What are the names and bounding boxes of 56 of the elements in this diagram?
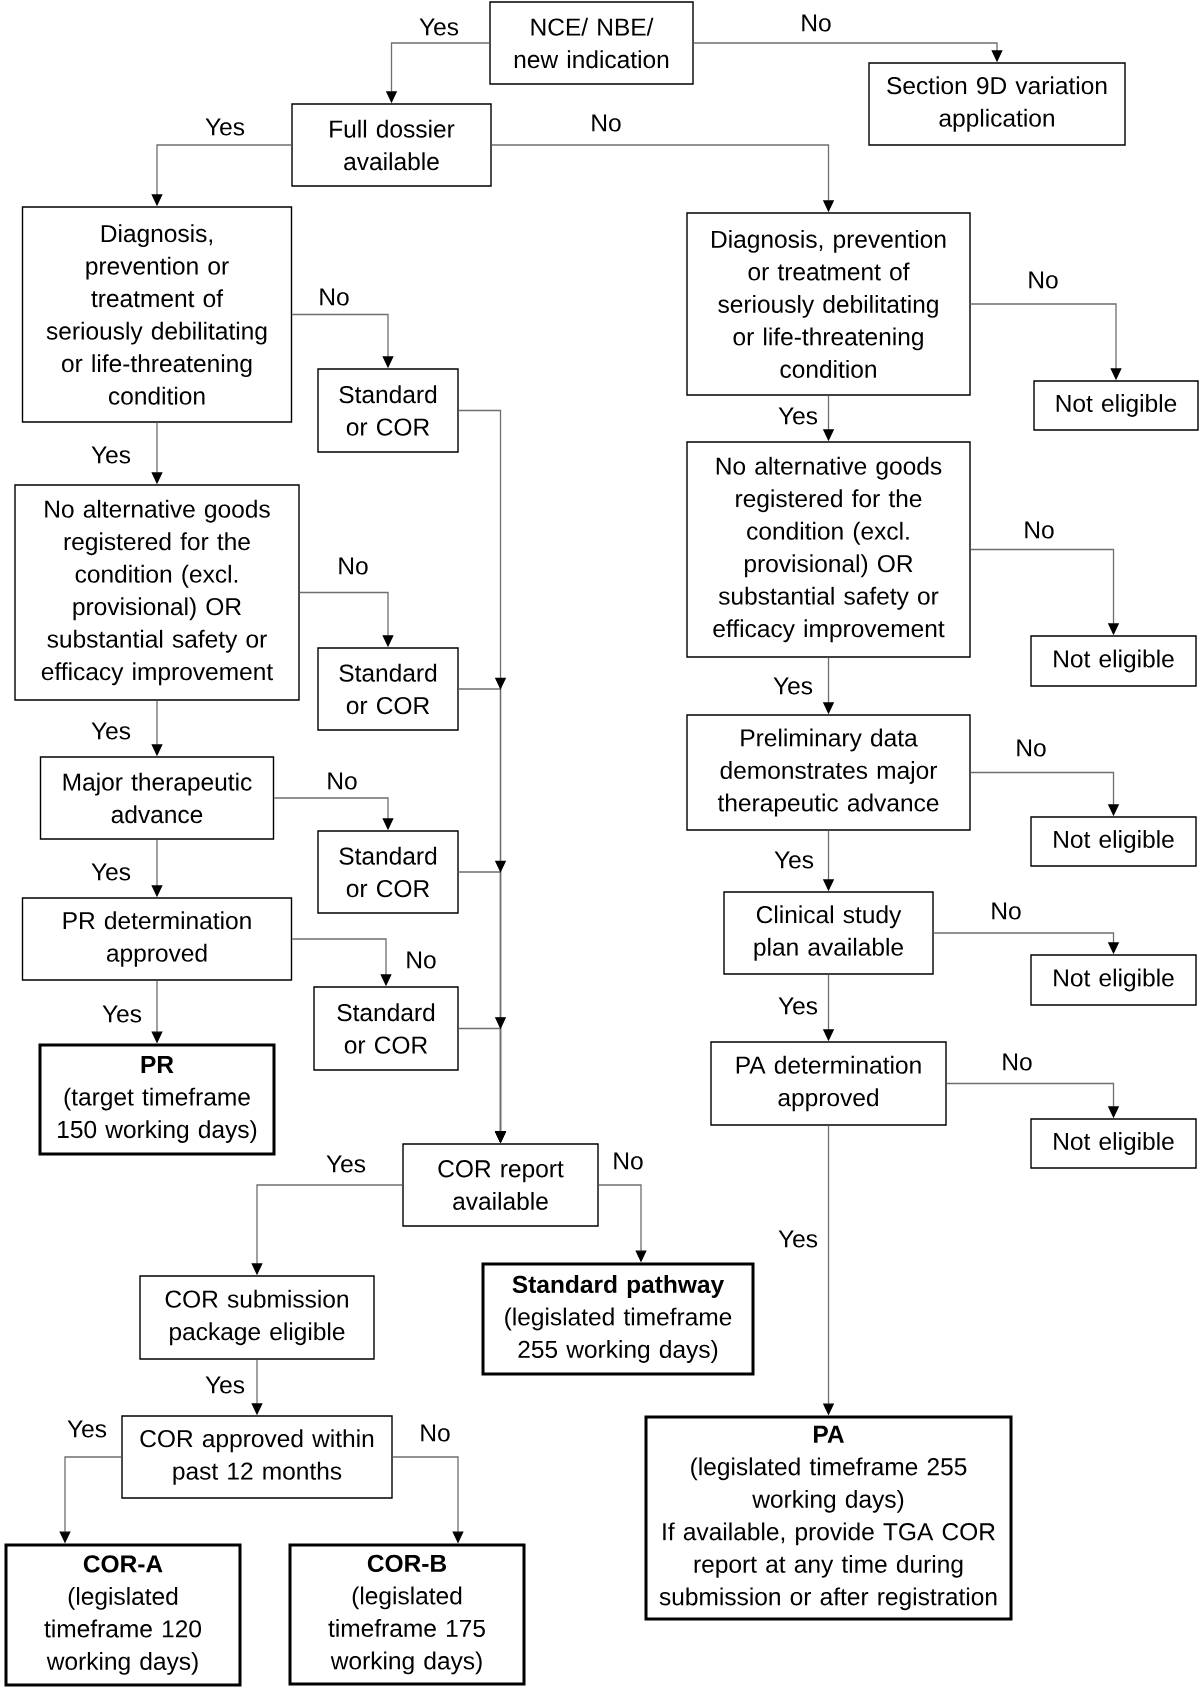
decision-box: No alternative goods registered for the condition (excl. provisional) OR substantial safety or efficacy improvement: [14, 484, 300, 701]
decision-box: Preliminary data demonstrates major therapeutic advance: [686, 714, 971, 831]
outcome-box: Standard or COR: [317, 830, 459, 914]
decision-box: Major therapeutic advance: [39, 756, 275, 840]
edge-label: No: [325, 771, 359, 791]
edge-label: No: [611, 1151, 645, 1171]
edge-label: No: [404, 950, 438, 970]
decision-box: PR determination approved: [21, 897, 293, 981]
outcome-box: Standard or COR: [317, 647, 459, 731]
edge-label: No: [1026, 270, 1060, 290]
outcome-box: Not eligible: [1030, 816, 1197, 867]
edge-label: No: [589, 113, 623, 133]
decision-box: No alternative goods registered for the condition (excl. provisional) OR substantial safety or efficacy improvement: [686, 441, 971, 658]
outcome-box: COR-A (legislated timeframe 120 working days): [4, 1543, 242, 1687]
decision-box: COR submission package eligible: [139, 1275, 375, 1360]
decision-box: NCE/ NBE/ new indication: [489, 1, 694, 85]
outcome-box: Standard or COR: [313, 986, 459, 1071]
outcome-box: Section 9D variation application: [868, 62, 1126, 146]
edge-label: Yes: [90, 445, 132, 465]
outcome-box: COR-B (legislated timeframe 175 working days): [288, 1543, 526, 1686]
outcome-box: PR (target timeframe 150 working days): [38, 1043, 276, 1156]
edge-label: Yes: [90, 721, 132, 741]
outcome-box: PA (legislated timeframe 255 working days) If available, provide TGA COR report at any time during submission or after registration: [644, 1415, 1013, 1621]
edge-label: Yes: [204, 117, 246, 137]
outcome-box: Not eligible: [1030, 1118, 1197, 1169]
edge-label: No: [1022, 520, 1056, 540]
decision-box: COR approved within past 12 months: [121, 1415, 393, 1499]
edge-label: Yes: [418, 17, 460, 37]
edge-label: Yes: [777, 996, 819, 1016]
edge-label: No: [317, 287, 351, 307]
edge-label: No: [336, 556, 370, 576]
edge-label: Yes: [772, 676, 814, 696]
decision-box: Clinical study plan available: [723, 891, 934, 975]
outcome-box: Not eligible: [1030, 954, 1197, 1006]
edge-label: No: [418, 1423, 452, 1443]
edge-label: No: [989, 901, 1023, 921]
outcome-box: Standard or COR: [317, 368, 459, 453]
edge-label: Yes: [66, 1419, 108, 1439]
edge-label: Yes: [204, 1375, 246, 1395]
decision-box: PA determination approved: [710, 1041, 947, 1126]
decision-box: Full dossier available: [291, 103, 492, 187]
edge-label: No: [799, 13, 833, 33]
outcome-box: Standard pathway (legislated timeframe 255 working days): [481, 1262, 755, 1376]
outcome-box: Not eligible: [1033, 380, 1199, 431]
outcome-box: Not eligible: [1030, 635, 1197, 687]
edge-label: Yes: [777, 406, 819, 426]
decision-box: COR report available: [402, 1143, 599, 1227]
edge-label: Yes: [773, 850, 815, 870]
edge-label: Yes: [90, 862, 132, 882]
edge-label: No: [1000, 1052, 1034, 1072]
edge-label: No: [1014, 738, 1048, 758]
decision-box: Diagnosis, prevention or treatment of seriously debilitating or life-threatening condition: [21, 206, 293, 423]
edge-label: Yes: [101, 1004, 143, 1024]
decision-box: Diagnosis, prevention or treatment of seriously debilitating or life-threatening condition: [686, 212, 971, 396]
edge-label: Yes: [777, 1229, 819, 1249]
edge-label: Yes: [325, 1154, 367, 1174]
